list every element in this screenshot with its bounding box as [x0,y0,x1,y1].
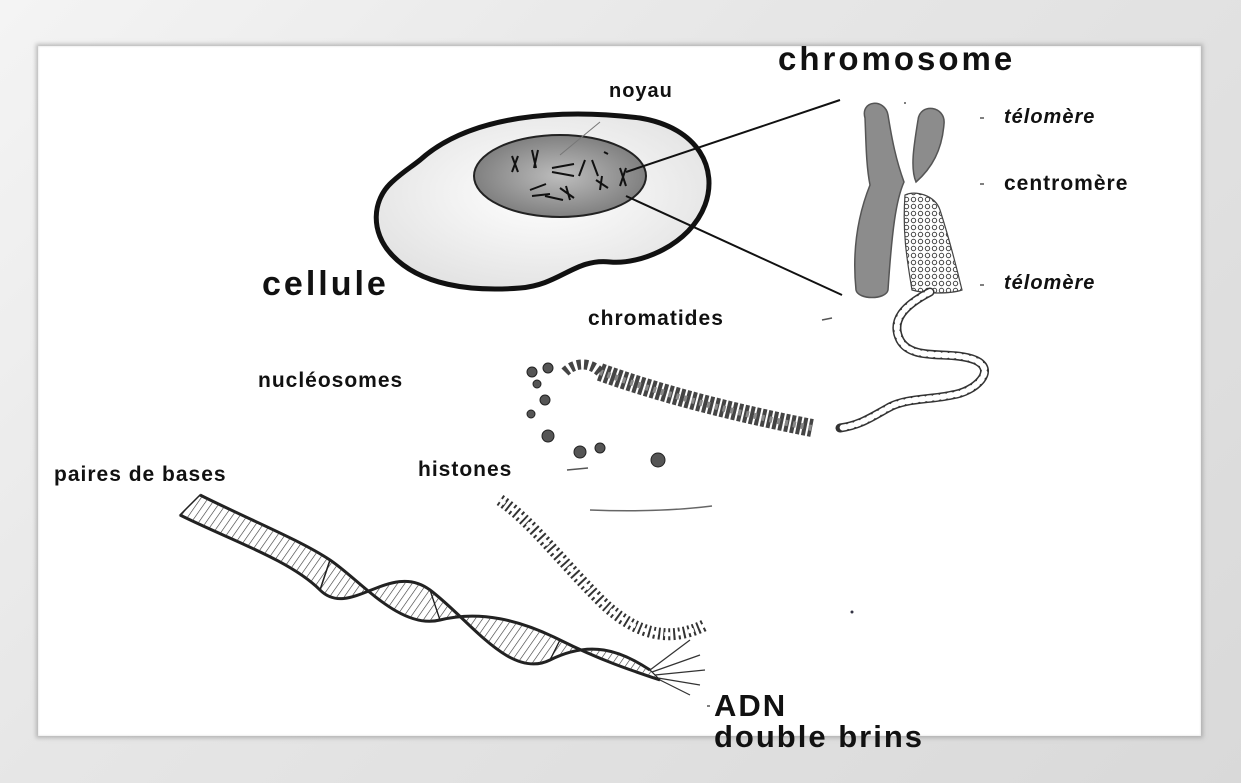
nucleus [474,135,646,217]
label-centromere: centromère [1004,172,1128,196]
base-pairs-band [180,495,330,590]
linker-dna [590,506,712,511]
helix-twist-1 [320,560,440,621]
label-chromosome: chromosome [778,40,1015,78]
helix-twist-2 [430,590,560,664]
label-cellule: cellule [262,265,389,304]
histone-dna-strand [500,500,705,634]
stray-dot [851,611,854,614]
helix-twist-3 [550,640,660,680]
label-double-brins: double brins [714,719,924,755]
label-chromatides: chromatides [588,307,724,331]
dna-frayed-end [650,640,705,695]
label-telomere-bottom: télomère [1004,272,1095,295]
stray-dot-2 [904,102,906,104]
label-telomere-top: télomère [1004,106,1095,129]
chromosome-chromatid-right-upper [913,108,944,182]
label-noyau: noyau [609,80,673,103]
chromatin-fiber [840,292,985,428]
chromatid-coiled [904,193,962,293]
chromosome-chromatid-left [855,103,904,297]
label-nucleosomes: nucléosomes [258,369,403,393]
label-paires-de-bases: paires de bases [54,463,227,487]
label-histones: histones [418,458,512,482]
